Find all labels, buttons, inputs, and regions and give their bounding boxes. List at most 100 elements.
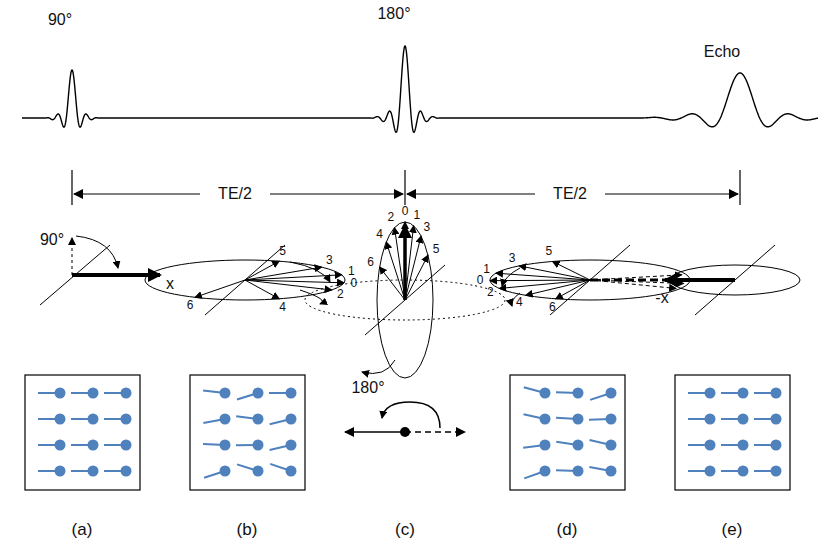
spin-dot	[573, 414, 584, 425]
spin-dot	[286, 388, 297, 399]
spin-vector	[380, 267, 405, 300]
spin-dot	[606, 388, 617, 399]
spin-dot	[55, 388, 66, 399]
spin-vector	[405, 226, 414, 300]
spin-dot	[540, 414, 551, 425]
spin-number: 3	[326, 254, 333, 267]
spin-dot	[738, 414, 749, 425]
panel-label: (c)	[395, 521, 415, 540]
spin-dot	[253, 440, 264, 451]
spin-number: 2	[387, 212, 394, 225]
spin-number: 2	[337, 288, 344, 301]
spin-dot	[121, 440, 132, 451]
spin-dot	[220, 388, 231, 399]
spin-number: 5	[433, 243, 440, 256]
annotation-label: 180°	[377, 5, 410, 23]
spin-dot	[573, 466, 584, 477]
rotation-arrow	[362, 360, 395, 374]
rotation-arrow	[300, 290, 323, 304]
spin-dot	[55, 466, 66, 477]
rotation-arrow	[502, 268, 520, 286]
spin-number: 5	[279, 245, 286, 258]
spin-dot	[253, 414, 264, 425]
spin-vector	[556, 280, 590, 299]
panel-label: (d)	[557, 521, 578, 540]
spin-vector	[245, 280, 332, 290]
spin-panel	[510, 375, 625, 490]
spin-dot	[771, 466, 782, 477]
precession-plane	[145, 260, 345, 300]
panel-label: (a)	[72, 521, 93, 540]
spin-panel	[190, 375, 305, 490]
spin-dot	[220, 466, 231, 477]
magnetization-vector	[403, 226, 407, 300]
spin-vector	[195, 280, 245, 297]
spin-number: 0	[351, 278, 358, 291]
spin-dot	[606, 466, 617, 477]
spin-number: 4	[516, 296, 523, 309]
spin-dot	[540, 466, 551, 477]
spin-number: 6	[187, 299, 194, 312]
spin-dot	[220, 440, 231, 451]
spin-dot	[771, 440, 782, 451]
spin-dot	[286, 440, 297, 451]
spin-dot	[253, 388, 264, 399]
annotation-label: Echo	[704, 43, 740, 61]
spin-dot	[573, 388, 584, 399]
spin-vector	[245, 275, 342, 280]
spin-dot	[705, 440, 716, 451]
spin-vector	[519, 266, 590, 280]
rf-waveform	[22, 46, 818, 132]
spin-number: 0	[402, 205, 409, 218]
annotation-label: x	[166, 275, 174, 293]
spin-dot	[286, 414, 297, 425]
spin-dot	[705, 414, 716, 425]
annotation-label: 180°	[351, 379, 384, 397]
spin-number: 1	[413, 210, 420, 223]
spin-dot	[88, 440, 99, 451]
spin-dot	[286, 466, 297, 477]
panel-label: (b)	[237, 521, 258, 540]
spin-number: 6	[549, 302, 556, 315]
spin-number: 4	[376, 228, 383, 241]
spin-vector	[405, 222, 406, 300]
spin-panel	[25, 375, 140, 490]
spin-number: 0	[477, 274, 484, 287]
spin-dot	[738, 388, 749, 399]
spin-dot	[121, 466, 132, 477]
spin-number: 3	[509, 252, 516, 265]
spin-dot	[771, 414, 782, 425]
previous-vector	[590, 275, 682, 280]
precession-plane	[377, 222, 433, 378]
spin-number: 5	[545, 246, 552, 259]
annotation-label: -x	[655, 289, 668, 307]
spin-dot	[540, 388, 551, 399]
spin-panel	[675, 375, 790, 490]
spin-vector	[405, 255, 428, 300]
spin-number: 6	[367, 256, 374, 269]
panel-label: (e)	[722, 521, 743, 540]
spin-dot	[705, 466, 716, 477]
spin-dot	[738, 440, 749, 451]
annotation-label: 90°	[48, 11, 72, 29]
spin-vector	[553, 261, 590, 280]
spin-dot	[55, 440, 66, 451]
annotation-label: TE/2	[218, 185, 252, 203]
spin-dot	[771, 388, 782, 399]
spin-dot	[88, 414, 99, 425]
spin-dot	[220, 414, 231, 425]
spin-number: 1	[483, 263, 490, 276]
spin-dot	[705, 388, 716, 399]
spin-dot	[606, 414, 617, 425]
spin-number: 3	[423, 221, 430, 234]
spin-dot	[121, 414, 132, 425]
spin-dot	[88, 388, 99, 399]
previous-vector	[590, 279, 680, 282]
spin-number: 2	[487, 286, 494, 299]
rotation-arrow	[290, 262, 330, 282]
spin-vector	[526, 280, 590, 295]
spin-dot	[606, 440, 617, 451]
spin-dot	[253, 466, 264, 477]
